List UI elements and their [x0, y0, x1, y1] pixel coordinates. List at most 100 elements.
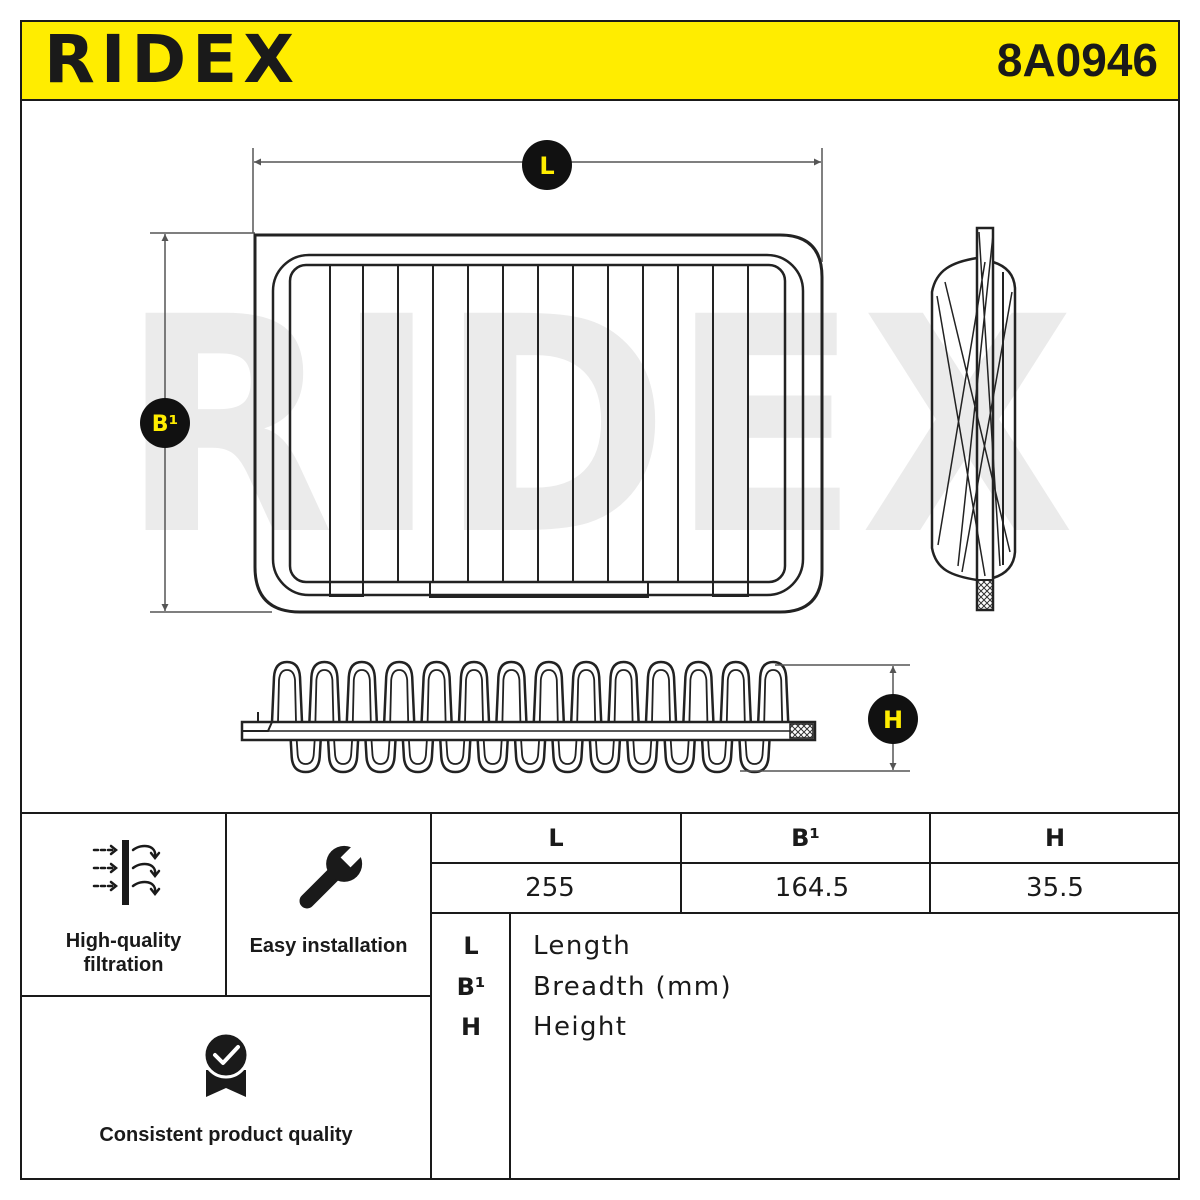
lower-pleat: [513, 739, 547, 774]
lower-pleat-inner: [669, 739, 690, 765]
table-value-height: 35.5: [1026, 873, 1084, 903]
filter-side-view: [930, 226, 1017, 612]
side-pleat-lines: [936, 231, 1013, 577]
legend-symbol: B¹: [456, 973, 486, 1001]
upper-pleat-inner: [763, 669, 784, 723]
upper-pleat: [569, 660, 603, 723]
upper-pleat: [270, 660, 304, 723]
upper-pleat-inner: [464, 669, 484, 723]
feature-label-quality: Consistent product quality: [99, 1124, 353, 1146]
filtration-icon: [92, 840, 161, 905]
lower-pleat: [626, 739, 659, 774]
table-header-length: L: [548, 824, 564, 852]
upper-pleat-inner: [426, 669, 447, 723]
cell-divider: [225, 812, 227, 996]
upper-pleat-inner: [538, 669, 559, 723]
filter-bottom-tabs: [329, 582, 749, 598]
lower-pleat: [551, 739, 584, 774]
breadth-dimension: B¹: [140, 232, 272, 613]
side-media-right-contour: [992, 260, 1017, 580]
lower-pleat-inner: [333, 739, 353, 765]
table-column-divider: [680, 812, 682, 913]
upper-pleat: [345, 660, 379, 723]
upper-pleat-inner: [501, 669, 522, 723]
section-divider: [20, 812, 1180, 814]
table-row-divider: [430, 862, 1180, 864]
upper-pleat-inner: [389, 669, 410, 723]
height-dimension: H: [740, 664, 918, 772]
table-value-breadth: 164.5: [774, 873, 850, 903]
table-header-breadth: B¹: [791, 824, 820, 852]
profile-base-hatch: [789, 723, 814, 739]
lower-pleat-inner: [707, 739, 727, 765]
lower-pleat: [439, 739, 472, 774]
upper-pleat-inner: [688, 669, 709, 723]
cell-divider: [430, 812, 432, 1180]
lower-pleat: [289, 739, 322, 774]
breadth-label-badge: [140, 398, 190, 448]
side-media-left-contour: [930, 256, 978, 582]
upper-pleat: [382, 660, 416, 723]
part-number: 8A0946: [996, 34, 1158, 86]
lower-pleat-inner: [520, 739, 540, 765]
upper-pleat-inner: [576, 669, 597, 723]
upper-pleat-inner: [613, 669, 634, 723]
height-label-badge: [868, 694, 918, 744]
wrench-icon: [299, 843, 365, 909]
lower-pleat-inner: [595, 739, 615, 765]
upper-pleats: [270, 660, 790, 723]
height-label: H: [883, 706, 903, 734]
lower-pleat: [738, 739, 771, 774]
feature-label-installation: Easy installation: [249, 935, 408, 957]
lower-pleat-inner: [408, 739, 428, 765]
lower-pleat: [700, 739, 734, 774]
filter-front-view: [253, 233, 824, 614]
breadth-label: B¹: [152, 412, 178, 437]
quality-badge-icon: [202, 1031, 250, 1097]
lower-pleat-inner: [482, 739, 503, 765]
filter-outer-frame: [253, 233, 824, 614]
profile-base-end: [242, 712, 273, 732]
upper-pleat-inner: [725, 669, 746, 723]
upper-pleat: [420, 660, 453, 723]
upper-pleat: [756, 660, 790, 723]
upper-pleat: [682, 660, 715, 723]
lower-pleat: [476, 739, 509, 774]
upper-pleat: [495, 660, 528, 723]
table-value-length: 255: [525, 873, 575, 903]
upper-pleat: [719, 660, 753, 723]
legend-description: Height: [533, 1012, 628, 1042]
lower-pleat-inner: [295, 739, 316, 765]
lower-pleat-inner: [445, 739, 466, 765]
upper-pleat: [607, 660, 640, 723]
lower-pleats: [289, 739, 771, 774]
lower-pleat: [663, 739, 696, 774]
upper-pleat: [644, 660, 678, 723]
cell-divider: [20, 995, 431, 997]
table-column-divider: [929, 812, 931, 913]
lower-pleat: [401, 739, 435, 774]
header-bar: [20, 20, 1180, 101]
brand-logo: RIDEX: [44, 21, 301, 98]
lower-pleat: [588, 739, 622, 774]
lower-pleat: [364, 739, 397, 774]
side-frame-hatch: [976, 579, 994, 611]
legend-column-divider: [509, 912, 511, 1180]
lower-pleat-inner: [370, 739, 391, 765]
legend-description: Length: [533, 931, 632, 961]
feature-label-filtration: High-quality filtration: [65, 930, 182, 976]
pleat-lines: [329, 265, 749, 582]
upper-pleat-inner: [651, 669, 671, 723]
lower-pleat-inner: [632, 739, 653, 765]
length-label-badge: [522, 140, 572, 190]
legend-symbol: L: [463, 932, 479, 960]
upper-pleat: [532, 660, 566, 723]
upper-pleat-inner: [351, 669, 372, 723]
lower-pleat-inner: [557, 739, 578, 765]
filter-seal-border: [271, 253, 805, 597]
brand-watermark: RIDEX: [120, 254, 1075, 601]
lower-pleat: [326, 739, 360, 774]
legend-description: Breadth (mm): [533, 972, 733, 1002]
upper-pleat: [308, 660, 341, 723]
